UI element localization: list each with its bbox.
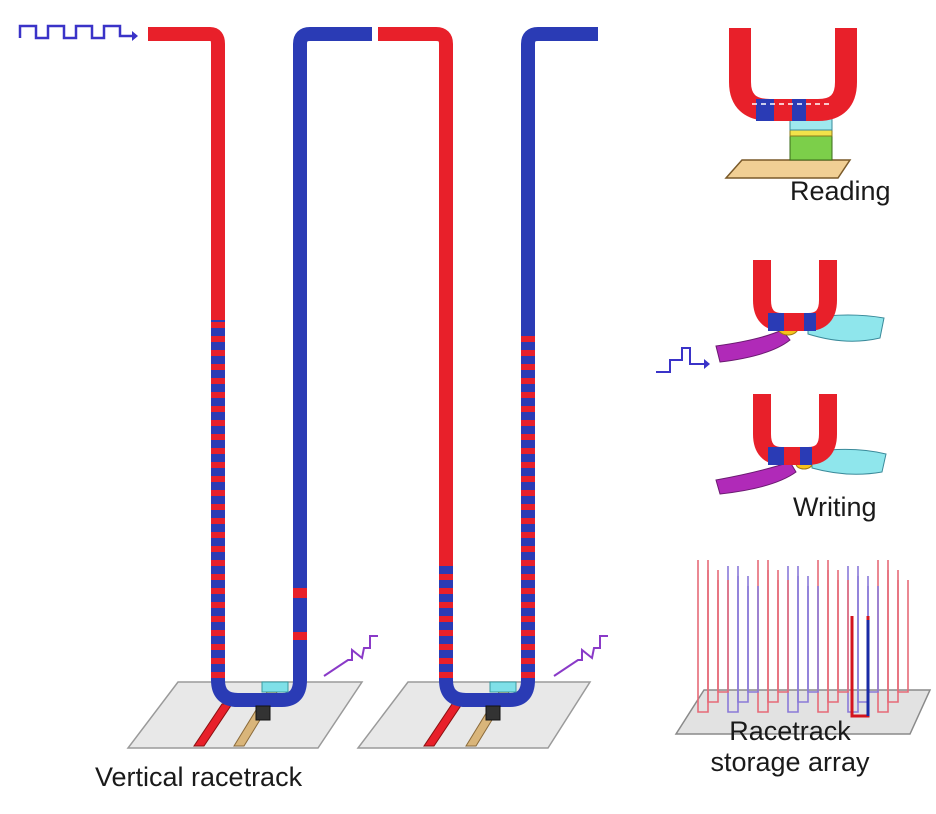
pulse-train-icon xyxy=(18,24,132,40)
write-domain-blue-2 xyxy=(804,313,816,331)
track-1-left-top xyxy=(148,27,225,320)
racetrack-1 xyxy=(126,27,378,749)
racetrack-2 xyxy=(356,27,608,749)
array-track-14 xyxy=(717,580,729,693)
track-2-left-top xyxy=(378,27,453,560)
track-1-right xyxy=(293,27,372,680)
read-element-1 xyxy=(255,705,271,721)
label-storage-array: Racetrack storage array xyxy=(700,716,880,778)
write-pulse-icon-2 xyxy=(553,635,608,677)
array-track-11 xyxy=(827,570,839,703)
array-track-13 xyxy=(887,570,899,703)
label-storage-array-line2: storage array xyxy=(710,747,870,777)
label-storage-array-line1: Racetrack xyxy=(729,716,851,746)
read-element-2 xyxy=(485,705,501,721)
array-track-2 xyxy=(757,560,769,713)
array-track-20 xyxy=(897,580,909,693)
array-track-7 xyxy=(707,570,719,703)
write-element-cyan-2 xyxy=(489,681,517,693)
write-u-track-1 xyxy=(753,260,837,331)
array-track-8 xyxy=(737,576,749,703)
pulse-step-arrow-icon xyxy=(704,359,710,369)
pulse-step-icon xyxy=(656,347,704,373)
array-track-6 xyxy=(877,560,889,713)
array-track-9 xyxy=(767,570,779,703)
write-magenta-2 xyxy=(715,461,797,495)
array-track-17 xyxy=(807,586,819,693)
reading-domain-blue-2 xyxy=(792,99,806,121)
write-domain-blue-1 xyxy=(768,313,784,331)
array-track-0 xyxy=(697,560,709,713)
write-cyan-2 xyxy=(811,448,887,475)
domain-red-1b xyxy=(293,632,307,640)
write-domain-blue-3 xyxy=(768,447,784,465)
track-2-bottom xyxy=(439,679,535,707)
pulse-arrow-icon xyxy=(132,31,138,41)
array-tracks xyxy=(697,560,909,718)
label-reading: Reading xyxy=(790,176,891,206)
domain-red-1a xyxy=(293,588,307,598)
write-element-cyan-1 xyxy=(261,681,289,693)
storage-array-inset xyxy=(674,560,932,735)
array-track-18 xyxy=(837,580,849,693)
array-track-4 xyxy=(817,560,829,713)
track-2-right-top xyxy=(521,27,598,330)
array-track-16 xyxy=(777,580,789,693)
reading-sensor-green xyxy=(789,133,833,161)
label-vertical-racetrack: Vertical racetrack xyxy=(95,762,303,792)
array-track-15 xyxy=(747,586,759,693)
array-track-10 xyxy=(797,576,809,703)
writing-inset-bottom xyxy=(715,394,887,495)
write-u-track-2 xyxy=(753,394,837,465)
reading-inset xyxy=(724,28,857,179)
writing-inset-top xyxy=(656,260,885,373)
write-domain-blue-4 xyxy=(800,447,812,465)
write-magenta-1 xyxy=(715,329,791,363)
write-pulse-icon xyxy=(323,635,378,677)
reading-u-track xyxy=(729,28,857,121)
track-1-bottom xyxy=(211,679,307,707)
reading-domain-blue-1 xyxy=(756,99,774,121)
label-writing: Writing xyxy=(793,492,877,522)
